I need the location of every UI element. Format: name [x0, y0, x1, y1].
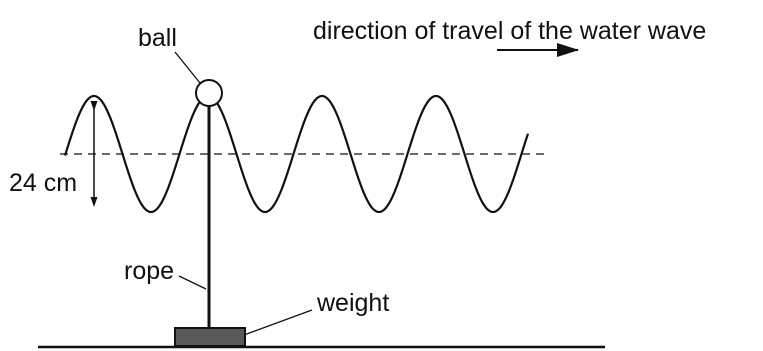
- ball: [195, 79, 223, 107]
- water-wave: [63, 94, 530, 214]
- ball-leader-line: [174, 51, 201, 84]
- direction-label: direction of travel of the water wave: [313, 17, 706, 45]
- rope-leader-line: [178, 275, 207, 290]
- weight-block: [174, 327, 246, 347]
- amplitude-label: 24 cm: [9, 169, 77, 197]
- rope-label: rope: [124, 257, 174, 285]
- weight-label: weight: [316, 289, 389, 317]
- ball-label: ball: [138, 24, 177, 52]
- weight-leader-line: [243, 309, 313, 336]
